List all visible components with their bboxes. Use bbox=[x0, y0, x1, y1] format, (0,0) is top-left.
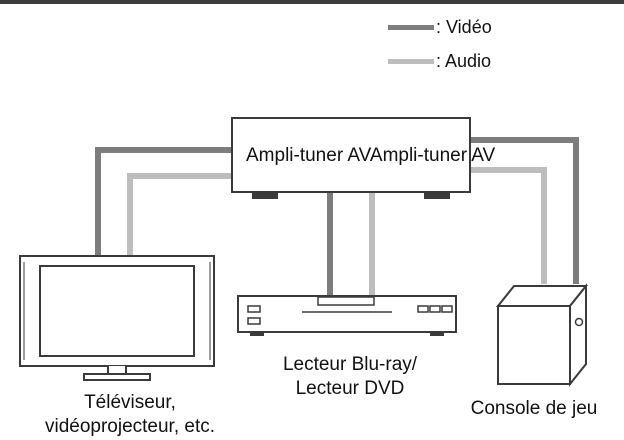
console-label: Console de jeu bbox=[470, 398, 598, 419]
game-console bbox=[495, 283, 589, 387]
av-receiver bbox=[231, 117, 471, 199]
player-button-left-1 bbox=[247, 305, 261, 313]
player-label-line2: Lecteur DVD bbox=[295, 378, 405, 399]
top-border bbox=[0, 0, 624, 4]
receiver-foot-right bbox=[424, 192, 450, 199]
player-button-right-2 bbox=[429, 305, 441, 313]
tv-label-line1: Téléviseur, bbox=[84, 392, 176, 413]
console-button bbox=[574, 317, 584, 327]
receiver-foot-left bbox=[252, 192, 278, 199]
player-button-right-1 bbox=[417, 305, 429, 313]
console-front bbox=[497, 305, 571, 385]
player-button-left-2 bbox=[247, 317, 261, 325]
player-foot-right bbox=[430, 332, 444, 336]
tv-neck bbox=[107, 366, 127, 375]
tv-screen bbox=[39, 265, 195, 357]
player-button-right-3 bbox=[441, 305, 453, 313]
tv-video-cable bbox=[95, 147, 232, 262]
player-label-line1: Lecteur Blu-ray/ bbox=[282, 354, 418, 375]
tv-base bbox=[83, 373, 151, 381]
console-audio-cable bbox=[470, 167, 547, 284]
receiver-body bbox=[231, 117, 471, 193]
legend-audio: : Audio bbox=[388, 48, 588, 74]
console-side bbox=[569, 283, 587, 387]
legend-audio-swatch bbox=[388, 59, 434, 64]
receiver-label: Ampli-tuner AVAmpli-tuner AV bbox=[246, 145, 496, 166]
player-foot-left bbox=[250, 332, 264, 336]
legend-audio-label: : Audio bbox=[436, 51, 492, 71]
player-disc-slot bbox=[317, 296, 375, 306]
tv-audio-cable bbox=[127, 173, 232, 262]
television bbox=[19, 255, 215, 381]
legend-video-swatch bbox=[388, 25, 434, 30]
legend-video: : Vidéo bbox=[388, 14, 588, 40]
legend-video-label: : Vidéo bbox=[436, 17, 492, 37]
tv-label-line2: vidéoprojecteur, etc. bbox=[44, 416, 216, 437]
console-video-cable bbox=[470, 137, 579, 284]
bluray-player bbox=[237, 295, 457, 336]
